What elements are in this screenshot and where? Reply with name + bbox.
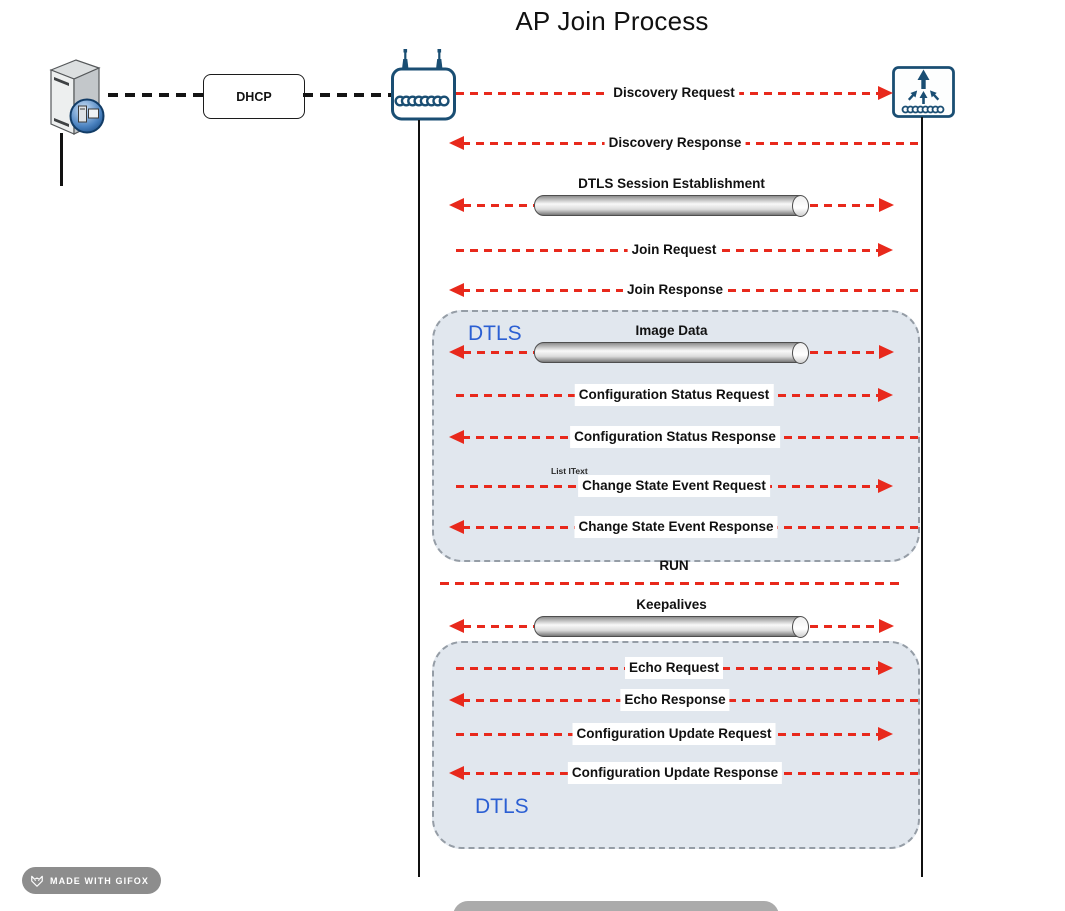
arrowhead-left-icon	[449, 618, 464, 633]
flow-dtls-session-establishment: DTLS Session Establishment	[449, 174, 894, 220]
dashed-line	[463, 203, 534, 207]
message-label: Discovery Response	[604, 132, 746, 154]
message-echo-response: Echo Response	[449, 689, 918, 711]
message-echo-request: Echo Request	[456, 657, 893, 679]
arrowhead-left-icon	[449, 520, 464, 534]
partial-shape-bottom	[453, 901, 779, 911]
secure-tunnel-cylinder	[534, 615, 809, 638]
arrowhead-right-icon	[879, 197, 894, 212]
dashed-line	[463, 350, 534, 354]
message-label: Echo Response	[620, 689, 730, 711]
cylinder-cap	[792, 194, 809, 217]
watermark-text: MADE WITH GIFOX	[50, 875, 149, 886]
arrowhead-right-icon	[878, 388, 893, 402]
message-configuration-update-response: Configuration Update Response	[449, 762, 918, 784]
list-item-artifact-text: List IText	[551, 466, 588, 476]
arrowhead-left-icon	[449, 136, 464, 150]
wlc-lifeline	[920, 117, 924, 877]
secure-tunnel-cylinder	[534, 194, 809, 217]
run-state-label: RUN	[659, 558, 689, 573]
message-join-request: Join Request	[456, 239, 893, 261]
message-change-state-event-request: Change State Event Request	[456, 475, 893, 497]
message-join-response: Join Response	[449, 279, 918, 301]
dashed-line	[810, 350, 879, 354]
server-icon	[49, 59, 105, 135]
arrowhead-right-icon	[878, 661, 893, 675]
arrowhead-right-icon	[878, 86, 893, 100]
gifox-watermark: MADE WITH GIFOX	[22, 867, 161, 894]
arrowhead-left-icon	[449, 197, 464, 212]
dashed-line	[810, 203, 879, 207]
flow-label: Keepalives	[636, 597, 707, 612]
flow-keepalives: Keepalives	[449, 595, 894, 641]
arrowhead-right-icon	[879, 618, 894, 633]
dhcp-ap-link	[303, 93, 391, 97]
message-discovery-response: Discovery Response	[449, 132, 918, 154]
server-stem-line	[60, 133, 63, 186]
message-label: Configuration Status Request	[574, 384, 774, 406]
arrowhead-left-icon	[449, 766, 464, 780]
message-label: Echo Request	[624, 657, 724, 679]
message-label: Change State Event Response	[574, 516, 778, 538]
arrowhead-right-icon	[878, 479, 893, 493]
message-configuration-status-response: Configuration Status Response	[449, 426, 918, 448]
message-label: Join Request	[627, 239, 721, 261]
dashed-line	[463, 624, 534, 628]
gifox-logo-icon	[31, 875, 43, 887]
dhcp-node: DHCP	[203, 74, 305, 119]
wireless-controller-icon	[892, 66, 955, 118]
arrowhead-left-icon	[449, 283, 464, 297]
secure-tunnel-cylinder	[534, 341, 809, 364]
ap-lifeline	[417, 120, 421, 877]
arrowhead-left-icon	[449, 344, 464, 359]
flow-label: Image Data	[635, 323, 708, 338]
arrowhead-left-icon	[449, 430, 464, 444]
message-label: Join Response	[622, 279, 728, 301]
message-label: Change State Event Request	[578, 475, 770, 497]
flow-label: DTLS Session Establishment	[578, 176, 765, 191]
message-label: Discovery Request	[609, 82, 739, 104]
arrowhead-left-icon	[449, 693, 464, 707]
arrowhead-right-icon	[878, 243, 893, 257]
server-dhcp-link	[108, 93, 203, 97]
dtls-block-label: DTLS	[475, 795, 529, 818]
message-label: Configuration Status Response	[570, 426, 780, 448]
message-configuration-status-request: Configuration Status Request	[456, 384, 893, 406]
cylinder-cap	[792, 341, 809, 364]
cylinder-cap	[792, 615, 809, 638]
message-label: Configuration Update Request	[572, 723, 776, 745]
dhcp-label: DHCP	[236, 89, 272, 104]
message-discovery-request: Discovery Request	[456, 82, 893, 104]
arrowhead-right-icon	[878, 727, 893, 741]
access-point-icon	[391, 49, 456, 121]
dashed-line	[810, 624, 879, 628]
message-label: Configuration Update Response	[567, 762, 783, 784]
message-configuration-update-request: Configuration Update Request	[456, 723, 893, 745]
message-change-state-event-response: Change State Event Response	[449, 516, 920, 538]
page-title: AP Join Process	[515, 6, 709, 36]
dtls-block-label: DTLS	[468, 322, 522, 345]
run-divider-line	[440, 582, 905, 585]
flow-image-data: Image Data	[449, 321, 894, 367]
arrowhead-right-icon	[879, 344, 894, 359]
